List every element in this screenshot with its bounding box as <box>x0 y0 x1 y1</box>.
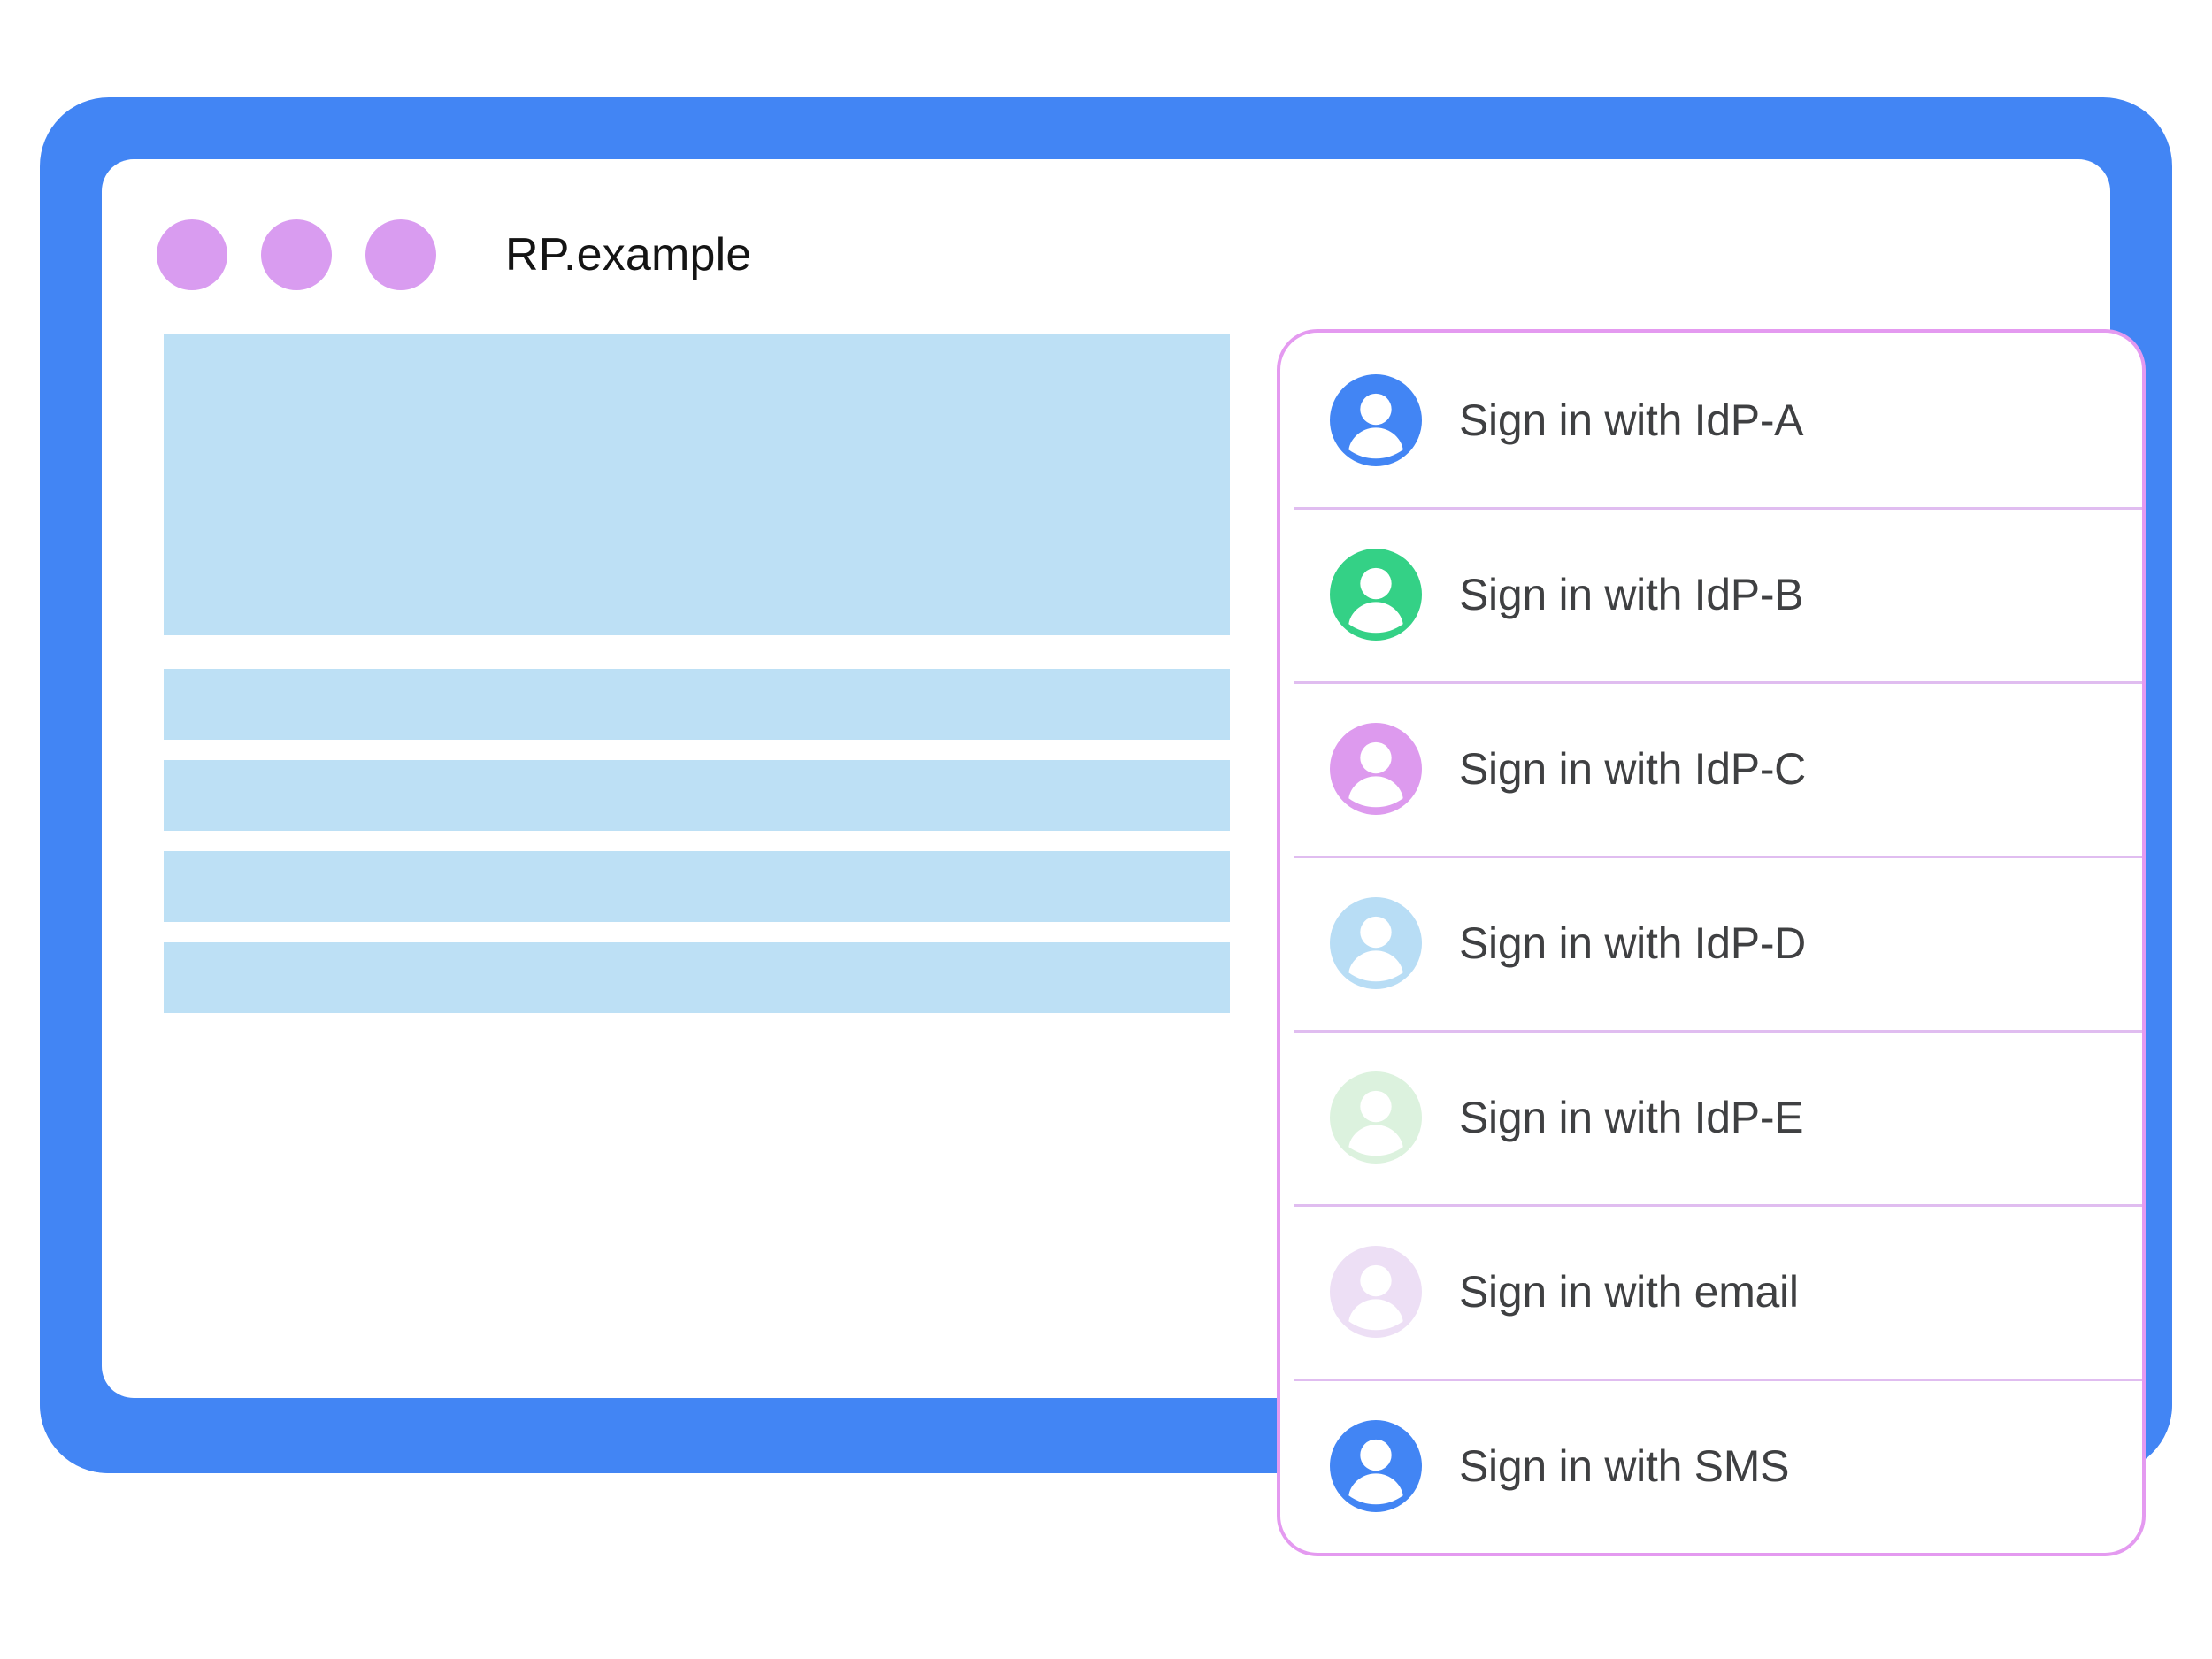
content-spacer <box>164 740 1230 760</box>
account-option-idp-e[interactable]: Sign in with IdP-E <box>1280 1030 2142 1204</box>
page-content-placeholders <box>164 334 1230 1013</box>
account-avatar-icon <box>1330 1419 1422 1512</box>
account-avatar-icon <box>1330 722 1422 815</box>
content-spacer <box>164 635 1230 669</box>
page-title: RP.example <box>505 229 752 280</box>
content-placeholder-bar-1 <box>164 669 1230 740</box>
window-dot-1-icon[interactable] <box>157 219 227 290</box>
account-option-idp-b[interactable]: Sign in with IdP-B <box>1280 507 2142 681</box>
account-option-label: Sign in with IdP-B <box>1459 569 1804 619</box>
content-spacer <box>164 831 1230 851</box>
device-frame: RP.example Sign in w <box>40 97 2172 1556</box>
window-dot-3-icon[interactable] <box>365 219 436 290</box>
content-spacer <box>164 922 1230 942</box>
content-placeholder-bar-3 <box>164 851 1230 922</box>
browser-window: RP.example Sign in w <box>102 159 2146 1556</box>
account-option-idp-c[interactable]: Sign in with IdP-C <box>1280 681 2142 856</box>
content-placeholder-hero <box>164 334 1230 635</box>
account-avatar-icon <box>1330 373 1422 466</box>
account-avatar-icon <box>1330 1071 1422 1164</box>
account-avatar-icon <box>1330 548 1422 641</box>
account-option-email[interactable]: Sign in with email <box>1280 1204 2142 1379</box>
account-option-sms[interactable]: Sign in with SMS <box>1280 1379 2142 1553</box>
browser-title-bar: RP.example <box>102 196 2110 303</box>
account-chooser-panel: Sign in with IdP-A Sign in with IdP-B <box>1277 329 2146 1556</box>
window-dot-2-icon[interactable] <box>261 219 332 290</box>
account-option-label: Sign in with email <box>1459 1266 1799 1317</box>
account-avatar-icon <box>1330 1245 1422 1338</box>
content-placeholder-bar-2 <box>164 760 1230 831</box>
account-option-idp-a[interactable]: Sign in with IdP-A <box>1280 333 2142 507</box>
account-option-label: Sign in with IdP-E <box>1459 1092 1804 1142</box>
content-placeholder-bar-4 <box>164 942 1230 1013</box>
account-avatar-icon <box>1330 896 1422 989</box>
account-option-label: Sign in with IdP-C <box>1459 743 1806 794</box>
account-option-label: Sign in with IdP-D <box>1459 918 1806 968</box>
account-option-label: Sign in with SMS <box>1459 1440 1790 1491</box>
account-option-label: Sign in with IdP-A <box>1459 395 1804 445</box>
account-option-idp-d[interactable]: Sign in with IdP-D <box>1280 856 2142 1030</box>
